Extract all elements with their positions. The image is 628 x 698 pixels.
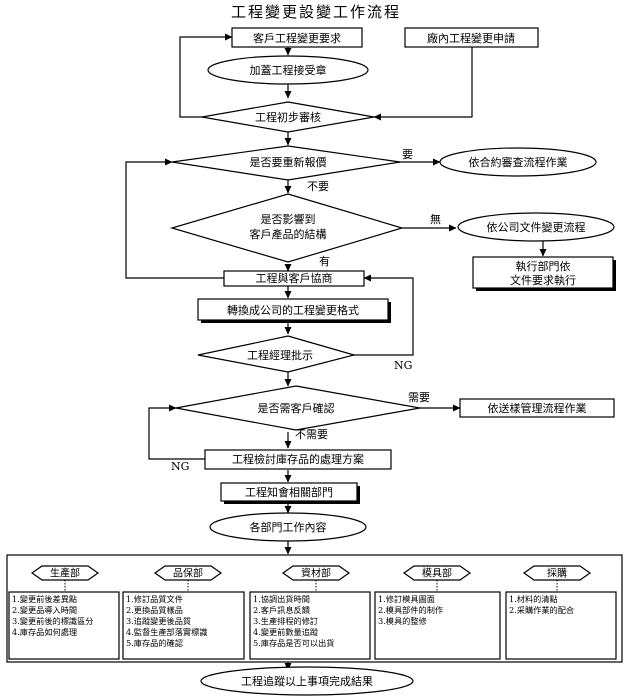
edge-label-inventory-ng: NG: [171, 460, 189, 473]
edge-label-affect-no: 無: [430, 212, 441, 226]
department-task-box: [374, 591, 501, 660]
department-task-box: [122, 591, 245, 660]
svg-text:文件要求執行: 文件要求執行: [510, 273, 576, 287]
department-task: 3.變更前後的標識區分: [12, 616, 94, 626]
department-2: 品保部 1.修訂品質文件2.更換品質樣品3.追蹤變更後品質4.監督生產部落實標識5…: [122, 565, 245, 660]
department-task: 1.修訂模具圖面: [378, 594, 435, 604]
department-task: 1.協調出貨時間: [253, 594, 310, 604]
node-internal-request: 廠內工程變更申請: [404, 27, 539, 48]
department-panels: 生產部 1.變更前後差異點2.變更品導入時間3.變更前後的標識區分4.庫存品如何處…: [8, 565, 617, 660]
svg-text:執行部門依: 執行部門依: [516, 259, 571, 273]
department-task: 1.材料的清點: [509, 594, 558, 604]
svg-text:工程追蹤以上事項完成結果: 工程追蹤以上事項完成結果: [241, 674, 373, 688]
svg-text:工程初步審核: 工程初步審核: [255, 110, 321, 124]
department-header: [30, 565, 100, 581]
svg-text:各部門工作內容: 各部門工作內容: [250, 520, 327, 534]
edge-label-requote-no: 不要: [307, 180, 329, 193]
node-customer-request: 客戶工程變更要求: [231, 27, 363, 48]
department-name: 品保部: [173, 567, 203, 580]
department-3: 資材部 1.協調出貨時間2.客戶訊息反饋3.生產排程的修訂4.變更前數量追蹤5.庫…: [249, 565, 371, 660]
node-department-work: 各部門工作內容: [209, 512, 367, 542]
node-manager-approve: 工程經理批示: [197, 335, 357, 373]
svg-text:依公司文件變更流程: 依公司文件變更流程: [487, 220, 586, 234]
svg-text:是否需客戶確認: 是否需客戶確認: [258, 401, 335, 415]
department-name: 資材部: [301, 567, 331, 580]
edge-label-need: 需要: [408, 391, 430, 404]
department-task-box: [249, 591, 371, 660]
department-task: 3.模具的整修: [378, 616, 427, 626]
node-requote-decision: 是否要重新報價: [171, 145, 401, 181]
department-task: 2.模具部件的制作: [378, 605, 443, 615]
department-task: 2.采購作業的配合: [509, 605, 574, 615]
department-task: 5.庫存品是否可以出貨: [253, 638, 335, 648]
svg-text:依合約審查流程作業: 依合約審查流程作業: [469, 155, 568, 169]
chart-title: 工程變更設變工作流程: [231, 3, 401, 21]
department-task-box: [505, 591, 617, 660]
svg-text:客戶產品的結構: 客戶產品的結構: [250, 227, 327, 241]
node-inventory-plan: 工程檢討庫存品的處理方案: [204, 449, 392, 470]
department-task-box: [8, 591, 120, 660]
connectors: [125, 33, 547, 671]
node-initial-review: 工程初步審核: [201, 101, 375, 133]
department-task: 5.庫存品的確認: [126, 638, 183, 648]
department-task: 3.追蹤變更後品質: [126, 616, 191, 626]
node-final-tracking: 工程追蹤以上事項完成結果: [200, 666, 414, 696]
department-header: [153, 565, 223, 581]
node-need-confirm-decision: 是否需客戶確認: [175, 385, 421, 431]
node-company-doc-change: 依公司文件變更流程: [457, 212, 615, 242]
svg-text:客戶工程變更要求: 客戶工程變更要求: [253, 31, 341, 45]
department-task: 4.變更前數量追蹤: [253, 627, 318, 637]
node-negotiate: 工程與客戶協商: [223, 270, 365, 287]
svg-text:工程與客戶協商: 工程與客戶協商: [256, 271, 333, 285]
svg-text:工程知會相關部門: 工程知會相關部門: [245, 485, 333, 499]
department-task: 4.庫存品如何處理: [12, 627, 77, 637]
department-name: 生產部: [50, 567, 80, 580]
svg-text:依送樣管理流程作業: 依送樣管理流程作業: [488, 401, 587, 415]
department-header: [402, 565, 472, 581]
department-1: 生產部 1.變更前後差異點2.變更品導入時間3.變更前後的標識區分4.庫存品如何處…: [8, 565, 120, 660]
edge-label-manager-ng: NG: [394, 359, 412, 372]
node-exec-department: 執行部門依 文件要求執行: [472, 256, 616, 291]
department-task: 2.更換品質樣品: [126, 605, 183, 615]
svg-text:轉換成公司的工程變更格式: 轉換成公司的工程變更格式: [227, 303, 359, 317]
svg-text:是否要重新報價: 是否要重新報價: [250, 155, 327, 169]
svg-text:工程經理批示: 工程經理批示: [247, 348, 313, 362]
svg-text:工程檢討庫存品的處理方案: 工程檢討庫存品的處理方案: [232, 452, 364, 466]
node-stamp-accept: 加蓋工程接受章: [207, 55, 369, 85]
node-convert-format: 轉換成公司的工程變更格式: [197, 298, 391, 323]
node-contract-review: 依合約審查流程作業: [439, 147, 597, 177]
node-affect-structure-decision: 是否影響到 客戶產品的結構: [169, 193, 405, 263]
department-name: 模具部: [422, 567, 452, 580]
department-name: 採購: [547, 567, 567, 580]
department-header: [281, 565, 351, 581]
department-task: 1.修訂品質文件: [126, 594, 183, 604]
node-notify-departments: 工程知會相關部門: [220, 482, 360, 504]
svg-text:加蓋工程接受章: 加蓋工程接受章: [250, 63, 327, 77]
department-task: 2.變更品導入時間: [12, 605, 77, 615]
department-task: 3.生產排程的修訂: [253, 616, 318, 626]
department-header: [522, 565, 592, 581]
node-sample-process: 依送樣管理流程作業: [459, 398, 615, 418]
department-task: 2.客戶訊息反饋: [253, 605, 310, 615]
svg-text:是否影響到: 是否影響到: [261, 212, 316, 226]
edge-label-affect-yes: 有: [319, 254, 330, 268]
svg-text:廠內工程變更申請: 廠內工程變更申請: [427, 31, 515, 45]
department-task: 1.變更前後差異點: [12, 594, 77, 604]
edge-label-not-need: 不需要: [295, 428, 328, 441]
department-task: 4.監督生產部落實標識: [126, 627, 208, 637]
edge-label-requote-yes: 要: [402, 148, 413, 161]
